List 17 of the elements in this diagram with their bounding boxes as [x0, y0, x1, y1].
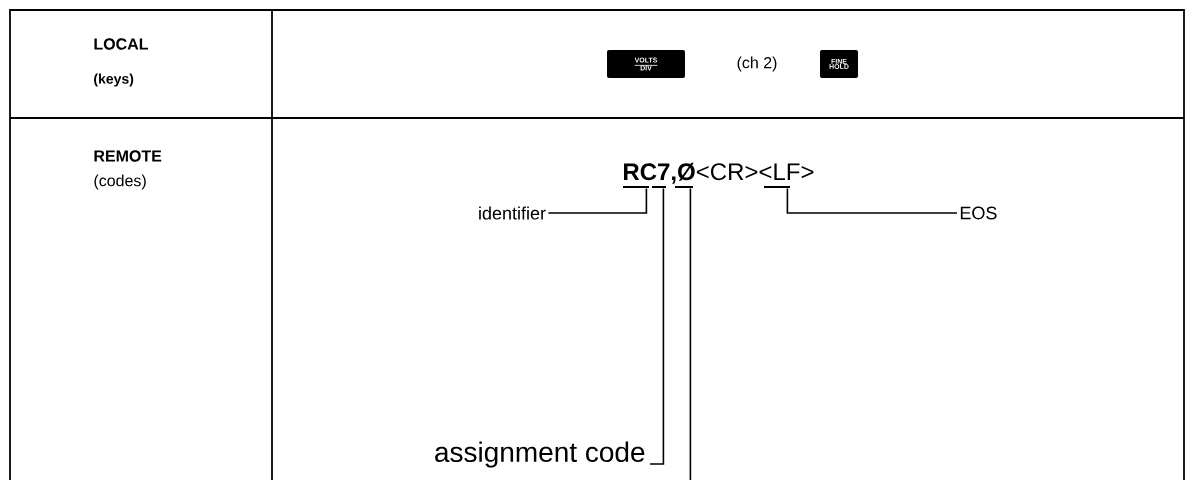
row-heading: (keys): [94, 73, 134, 87]
callout-text: EOS: [960, 206, 997, 220]
underline-bar: [652, 186, 666, 188]
code-string: RC7,Ø<CR><LF>: [624, 162, 814, 184]
underline-bar: [764, 186, 790, 188]
leader-line: [547, 187, 648, 214]
leader-line: [786, 187, 958, 214]
leader-line: [689, 187, 692, 480]
underline-bar: [675, 186, 693, 188]
channel-text: (ch 2): [737, 56, 777, 72]
underline-bar: [623, 186, 649, 188]
row-heading: (codes): [94, 174, 146, 190]
row-heading: REMOTE: [94, 150, 162, 162]
row-heading: LOCAL: [94, 38, 148, 50]
leader-line: [649, 187, 665, 465]
callout-text: identifier: [479, 206, 546, 220]
callout-text: assignment code: [435, 441, 645, 468]
